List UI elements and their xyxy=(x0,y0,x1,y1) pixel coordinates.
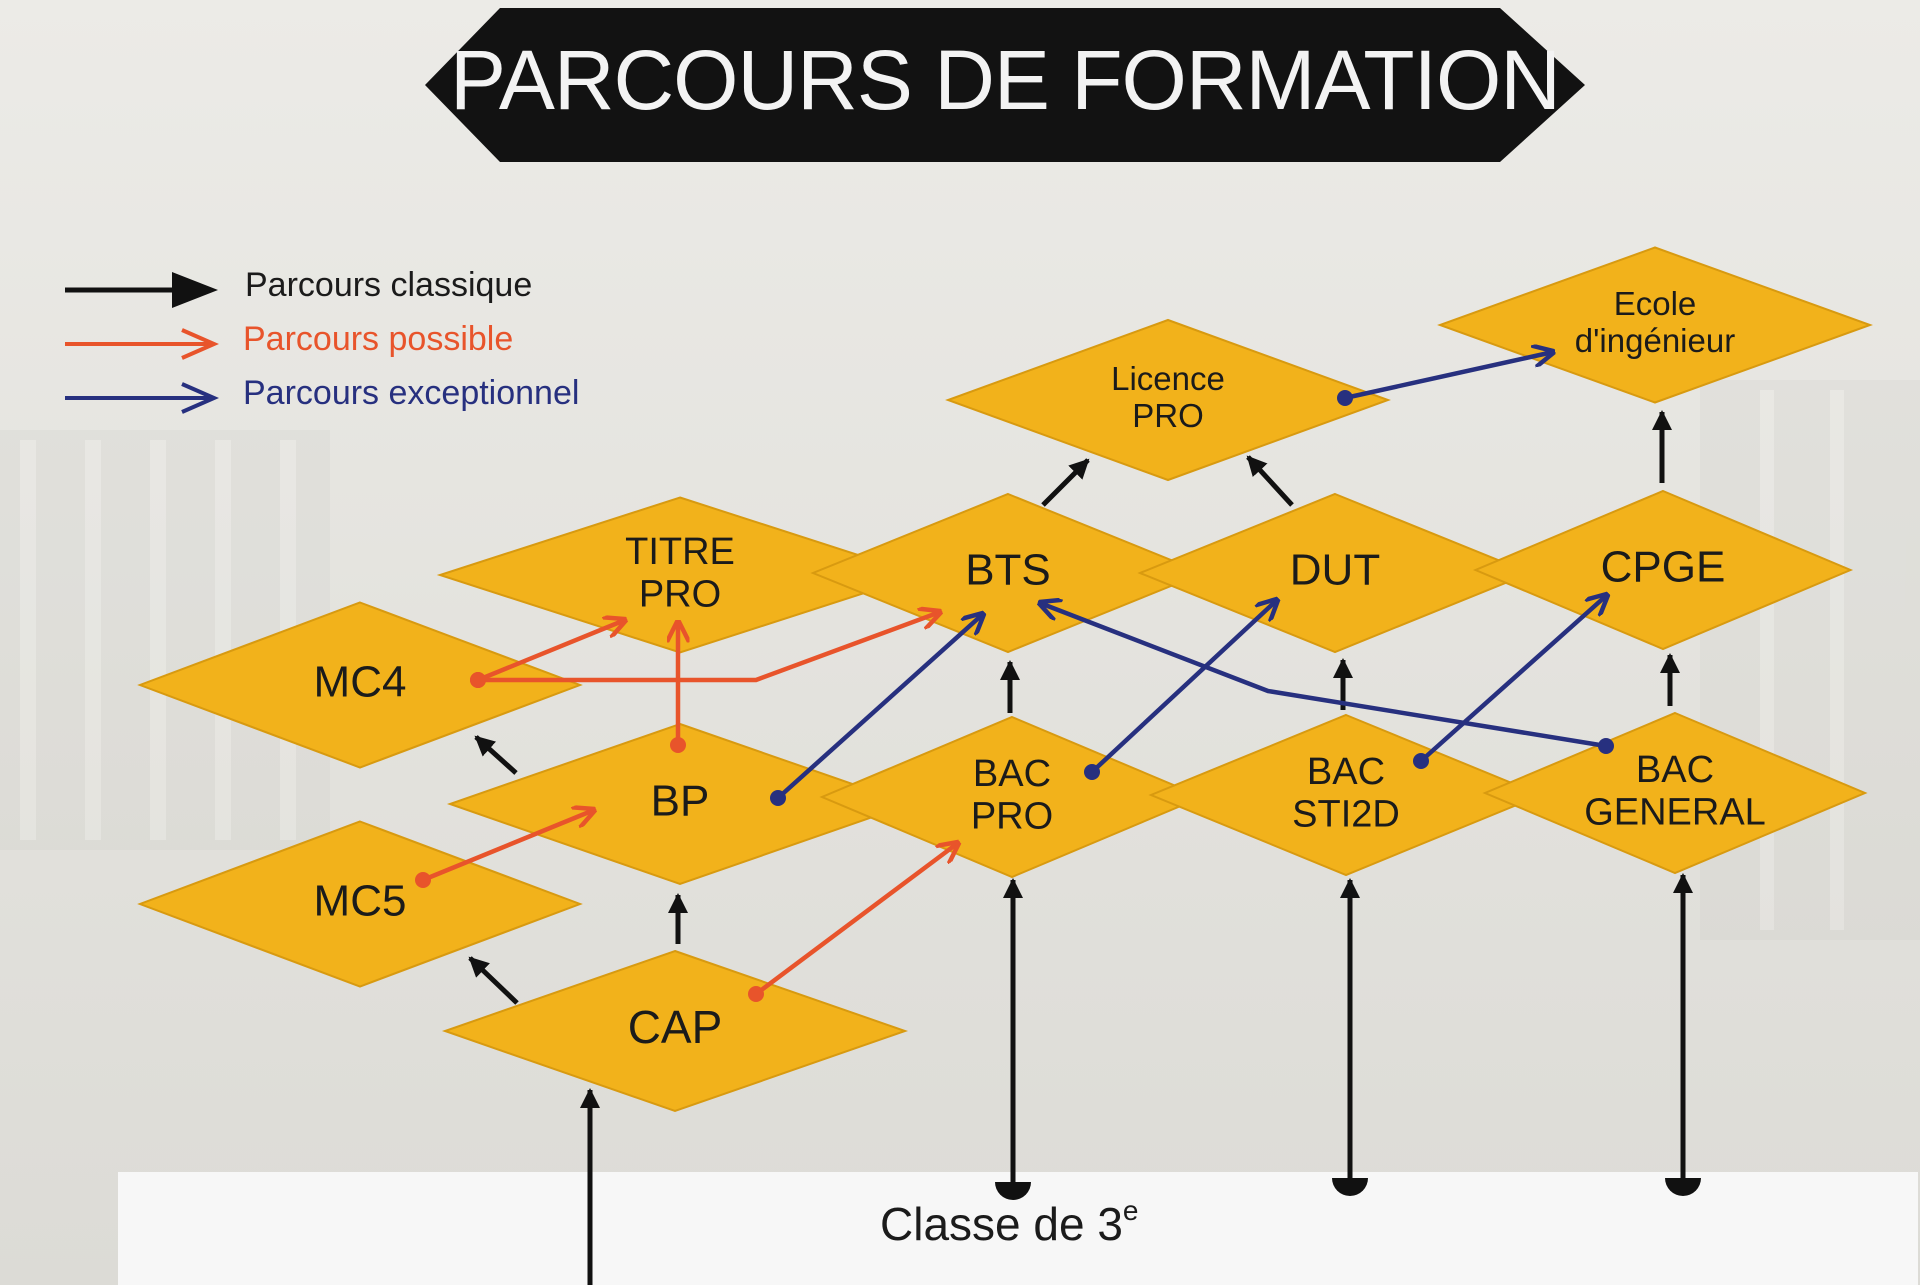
edge-bacpro-to-dut-line xyxy=(1090,600,1277,774)
edge-bp-to-titre-dot xyxy=(670,737,686,753)
edge-bp-to-bts-line xyxy=(776,614,983,800)
footer-label-superscript: e xyxy=(1123,1195,1139,1226)
node-mc4-diamond xyxy=(137,601,583,769)
node-mc5-label-0: MC5 xyxy=(314,877,407,926)
edge-bacsti-to-cpge xyxy=(1413,595,1607,769)
title-banner: PARCOURS DE FORMATION xyxy=(425,8,1585,162)
edge-bp-to-mc4 xyxy=(474,735,518,775)
edge-classe-to-bacsti xyxy=(1332,878,1368,1196)
node-bp-label-0: BP xyxy=(651,777,710,826)
legend-possible-arrowhead xyxy=(181,328,219,360)
legend-item-classic: Parcours classique xyxy=(65,266,532,308)
edge-cap-to-mc5 xyxy=(468,956,519,1005)
footer-strip: Classe de 3e xyxy=(118,1172,1918,1285)
edge-bp-to-titre xyxy=(670,622,686,753)
edge-bts-to-licence xyxy=(1041,458,1090,507)
node-cpge: CPGE xyxy=(1472,489,1854,651)
node-bts: BTS xyxy=(810,492,1206,654)
node-bacpro-label-0: BAC xyxy=(973,753,1051,795)
node-cap-label-0: CAP xyxy=(628,1001,723,1053)
footer-label-text: Classe de 3 xyxy=(880,1198,1123,1250)
edge-cap-to-bacpro-dot xyxy=(748,986,764,1002)
node-dut-label-0: DUT xyxy=(1290,546,1380,595)
node-cap-diamond xyxy=(441,949,909,1113)
legend-possible-label: Parcours possible xyxy=(243,320,513,358)
edge-licence-to-ecole-line xyxy=(1344,352,1553,401)
edge-classe-to-bacgen xyxy=(1665,873,1701,1196)
node-bacgen-label-0: BAC xyxy=(1636,749,1714,791)
footer-label: Classe de 3e xyxy=(880,1195,1139,1250)
edge-bacgen-to-bts-line xyxy=(1040,603,1607,749)
legend-classic-arrowhead xyxy=(172,272,218,308)
node-bts-label-0: BTS xyxy=(965,546,1051,595)
edge-mc4-to-bts-dot xyxy=(470,672,486,688)
node-mc4: MC4 xyxy=(137,601,583,769)
node-licence-label-1: PRO xyxy=(1132,397,1204,434)
edge-licence-to-ecole-dot xyxy=(1337,390,1353,406)
legend-exceptional-label: Parcours exceptionnel xyxy=(243,374,579,412)
edge-classe-to-bacpro-anchor xyxy=(995,1182,1031,1200)
edge-cap-to-bacpro xyxy=(748,843,958,1002)
node-cpge-diamond xyxy=(1472,489,1854,651)
edge-dut-to-licence-line xyxy=(1246,455,1294,507)
edge-mc5-to-bp-dot xyxy=(415,872,431,888)
legend-item-possible: Parcours possible xyxy=(65,320,513,360)
node-bacgen-label-1: GENERAL xyxy=(1584,791,1766,833)
node-bacpro-label-1: PRO xyxy=(971,795,1053,837)
node-ecole-label-0: Ecole xyxy=(1614,285,1697,322)
node-titre-label-1: PRO xyxy=(639,573,721,615)
edge-bp-to-mc4-line xyxy=(474,735,518,775)
edge-bacsti-to-cpge-line xyxy=(1419,595,1607,763)
edge-bacgen-to-bts-dot xyxy=(1598,738,1614,754)
node-bacsti-diamond xyxy=(1148,713,1544,877)
title-banner-shape xyxy=(425,8,1585,162)
legend-item-exceptional: Parcours exceptionnel xyxy=(65,374,579,414)
legend: Parcours classique Parcours possible Par… xyxy=(65,266,579,414)
node-licence-label-0: Licence xyxy=(1111,360,1225,397)
edge-cap-to-bacpro-line xyxy=(754,843,958,996)
edge-bts-to-licence-line xyxy=(1041,458,1090,507)
edge-licence-to-ecole xyxy=(1337,352,1553,406)
edge-classe-to-bacsti-anchor xyxy=(1332,1178,1368,1196)
node-dut-diamond xyxy=(1137,492,1533,654)
edges-layer xyxy=(415,352,1701,1285)
edge-mc4-to-titre-line xyxy=(477,620,625,683)
edge-bacsti-to-cpge-dot xyxy=(1413,753,1429,769)
node-dut: DUT xyxy=(1137,492,1533,654)
edge-bacgen-to-bts xyxy=(1040,603,1614,754)
node-bp: BP xyxy=(446,722,914,886)
node-cpge-label-0: CPGE xyxy=(1601,543,1726,592)
legend-exceptional-arrowhead xyxy=(181,382,219,414)
node-mc4-label-0: MC4 xyxy=(314,658,407,707)
node-cap: CAP xyxy=(441,949,909,1113)
edge-mc5-to-bp-line xyxy=(422,810,594,883)
edge-mc5-to-bp xyxy=(415,810,594,888)
node-bp-diamond xyxy=(446,722,914,886)
edge-cap-to-mc5-line xyxy=(468,956,519,1005)
node-bts-diamond xyxy=(810,492,1206,654)
edge-mc4-to-bts xyxy=(470,612,940,688)
node-licence-diamond xyxy=(945,318,1391,482)
page-title: PARCOURS DE FORMATION xyxy=(450,33,1560,127)
edge-dut-to-licence xyxy=(1246,455,1294,507)
edge-bacpro-to-dut-dot xyxy=(1084,764,1100,780)
edge-bacpro-to-dut xyxy=(1084,600,1277,780)
node-ecole-label-1: d'ingénieur xyxy=(1575,322,1735,359)
edge-classe-to-bacpro xyxy=(995,878,1031,1200)
node-bacsti-label-0: BAC xyxy=(1307,751,1385,793)
legend-classic-label: Parcours classique xyxy=(245,266,532,304)
edge-bp-to-bts-dot xyxy=(770,790,786,806)
edge-bp-to-bts xyxy=(770,614,983,806)
edge-mc4-to-bts-line xyxy=(478,612,940,683)
edge-classe-to-bacgen-anchor xyxy=(1665,1178,1701,1196)
node-bacsti-label-1: STI2D xyxy=(1292,793,1400,835)
node-titre-label-0: TITRE xyxy=(625,531,735,573)
